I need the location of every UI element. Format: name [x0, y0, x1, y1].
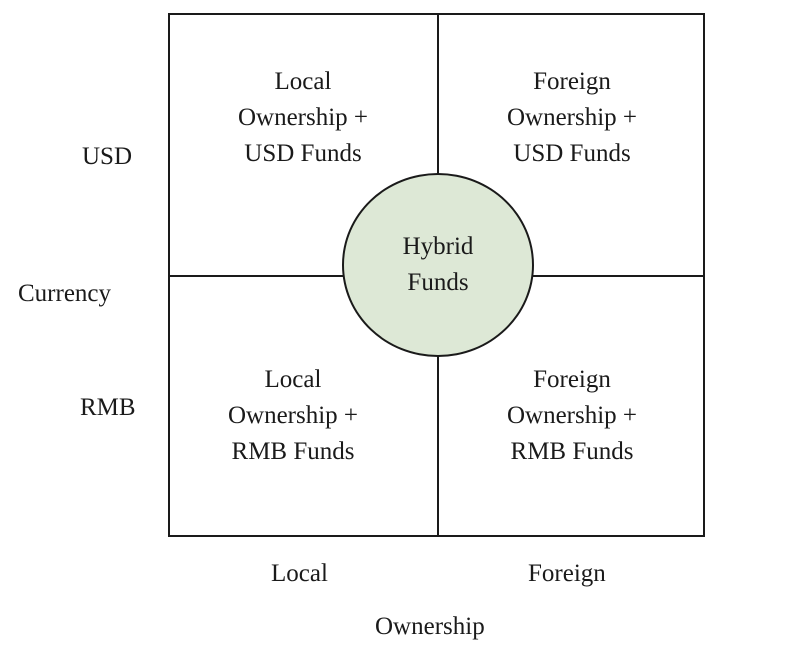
currency-usd-label: USD — [82, 143, 133, 170]
quadrant-line: Ownership + — [506, 104, 638, 131]
currency-rmb-label: RMB — [80, 394, 136, 421]
quadrant-line: Local — [264, 366, 322, 393]
quadrant-line: Ownership + — [237, 104, 369, 131]
quadrant-line: Local — [274, 68, 332, 95]
hybrid-line: Funds — [407, 269, 469, 296]
quadrant-line: Ownership + — [506, 402, 638, 429]
quadrant-line: RMB Funds — [231, 438, 355, 465]
currency-axis-title: Currency — [18, 280, 112, 307]
quadrant-line: RMB Funds — [510, 438, 634, 465]
quadrant-foreign-usd: Foreign Ownership + USD Funds — [452, 64, 692, 172]
quadrant-line: USD Funds — [244, 140, 362, 167]
quadrant-local-usd: Local Ownership + USD Funds — [183, 64, 423, 172]
quadrant-line: Foreign — [533, 366, 611, 393]
hybrid-line: Hybrid — [402, 233, 474, 260]
quadrant-line: Foreign — [533, 68, 611, 95]
quadrant-local-rmb: Local Ownership + RMB Funds — [173, 362, 413, 470]
ownership-axis-title: Ownership — [375, 613, 485, 640]
ownership-foreign-label: Foreign — [528, 560, 606, 587]
quadrant-line: USD Funds — [513, 140, 631, 167]
quadrant-line: Ownership + — [227, 402, 359, 429]
hybrid-funds-circle: Hybrid Funds — [342, 173, 534, 357]
quadrant-foreign-rmb: Foreign Ownership + RMB Funds — [452, 362, 692, 470]
ownership-local-label: Local — [271, 560, 328, 587]
